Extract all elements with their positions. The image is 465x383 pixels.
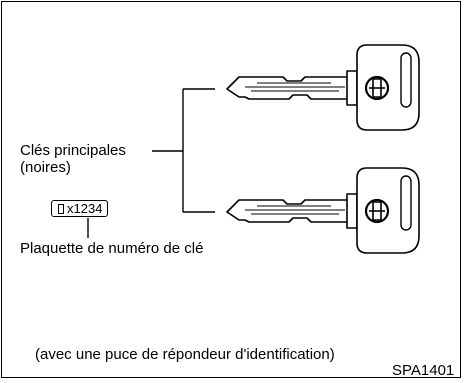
plate-number: x1234: [67, 201, 103, 216]
plate-square-icon: [58, 203, 64, 214]
key-number-plate-icon: x1234: [51, 200, 109, 217]
bracket-lines: [87, 88, 215, 238]
key-icon: [225, 166, 421, 255]
plate-label: Plaquette de numéro de clé: [20, 240, 204, 257]
master-keys-color-label: (noires): [20, 159, 71, 176]
transponder-note: (avec une puce de répondeur d'identifica…: [35, 346, 335, 363]
key-icon: [225, 43, 421, 132]
master-keys-label: Clés principales: [20, 142, 126, 159]
figure-code: SPA1401: [392, 362, 455, 379]
